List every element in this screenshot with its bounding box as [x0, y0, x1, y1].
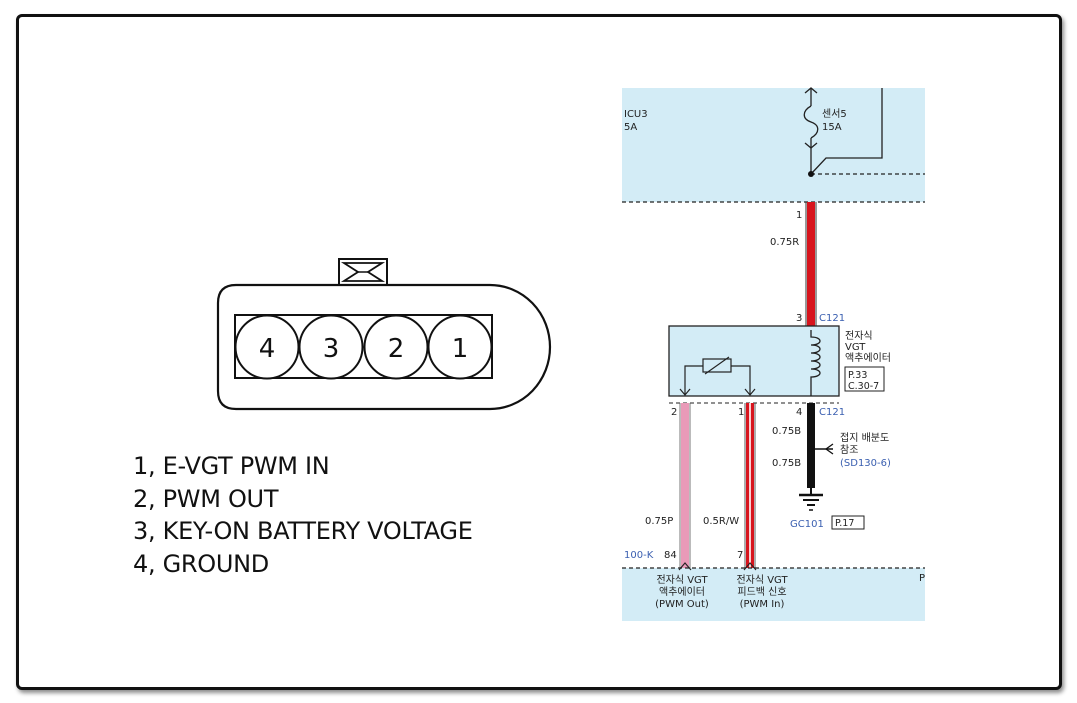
legend-item-pin-2: 2, PWM OUT [133, 484, 279, 513]
svg-text:0.5R/W: 0.5R/W [703, 516, 739, 527]
svg-text:7: 7 [737, 550, 743, 561]
legend-item-pin-1: 1, E-VGT PWM IN [133, 452, 330, 480]
svg-text:액추에이터: 액추에이터 [659, 586, 705, 598]
wiring-schematic: ICU3 5A 센서5 15A 1 0.75R 3 C121 전자식 VGT 액… [622, 87, 925, 621]
svg-text:P: P [919, 573, 925, 584]
svg-text:(PWM In): (PWM In) [740, 599, 785, 610]
svg-text:액추에이터: 액추에이터 [845, 352, 891, 364]
legend-item-pin-4: 4, GROUND [133, 549, 269, 578]
fuse-panel [622, 88, 925, 202]
pin-legend: 1, E-VGT PWM IN 2, PWM OUT 3, KEY-ON BAT… [133, 450, 473, 580]
svg-text:P.17: P.17 [835, 518, 854, 529]
pin-label: 1 [452, 334, 469, 364]
svg-text:1: 1 [796, 210, 802, 221]
svg-text:전자식 VGT: 전자식 VGT [736, 574, 788, 586]
svg-text:(PWM Out): (PWM Out) [655, 599, 709, 610]
svg-text:센서5: 센서5 [822, 108, 847, 120]
svg-text:접지 배분도: 접지 배분도 [840, 432, 889, 444]
svg-text:전자식: 전자식 [845, 330, 873, 342]
svg-text:0.75B: 0.75B [772, 426, 801, 437]
pin-3 [298, 314, 364, 380]
svg-text:C121: C121 [819, 313, 845, 324]
pin-1 [427, 314, 493, 380]
svg-text:0.75P: 0.75P [645, 516, 673, 527]
svg-text:ICU3: ICU3 [624, 109, 648, 120]
wire-0-75R [807, 202, 815, 326]
connector-pins: 4 3 2 1 [234, 314, 493, 380]
svg-text:15A: 15A [822, 122, 842, 133]
pin-label: 3 [323, 334, 340, 364]
wire-0-75P [681, 403, 689, 568]
svg-text:(SD130-6): (SD130-6) [840, 458, 891, 469]
svg-text:GC101: GC101 [790, 519, 824, 530]
svg-text:100-K: 100-K [624, 550, 654, 561]
pin-label: 4 [259, 334, 276, 364]
svg-text:1: 1 [738, 407, 744, 418]
wire-0-75B [807, 403, 815, 488]
svg-text:2: 2 [671, 407, 677, 418]
svg-text:P.33: P.33 [848, 370, 867, 381]
legend-item-pin-3: 3, KEY-ON BATTERY VOLTAGE [133, 517, 473, 545]
svg-text:84: 84 [664, 550, 677, 561]
svg-text:0.75R: 0.75R [770, 237, 799, 248]
svg-text:4: 4 [796, 407, 802, 418]
connector-latch [338, 258, 388, 286]
svg-text:C.30-7: C.30-7 [848, 381, 879, 392]
svg-text:C121: C121 [819, 407, 845, 418]
svg-text:참조: 참조 [840, 444, 858, 456]
svg-text:5A: 5A [624, 122, 637, 133]
svg-text:전자식 VGT: 전자식 VGT [656, 574, 708, 586]
pin-label: 2 [388, 334, 405, 364]
svg-text:3: 3 [796, 313, 802, 324]
svg-text:0.75B: 0.75B [772, 458, 801, 469]
svg-text:피드백 신호: 피드백 신호 [737, 586, 786, 598]
ecu-panel [622, 568, 925, 621]
svg-text:VGT: VGT [845, 342, 866, 353]
